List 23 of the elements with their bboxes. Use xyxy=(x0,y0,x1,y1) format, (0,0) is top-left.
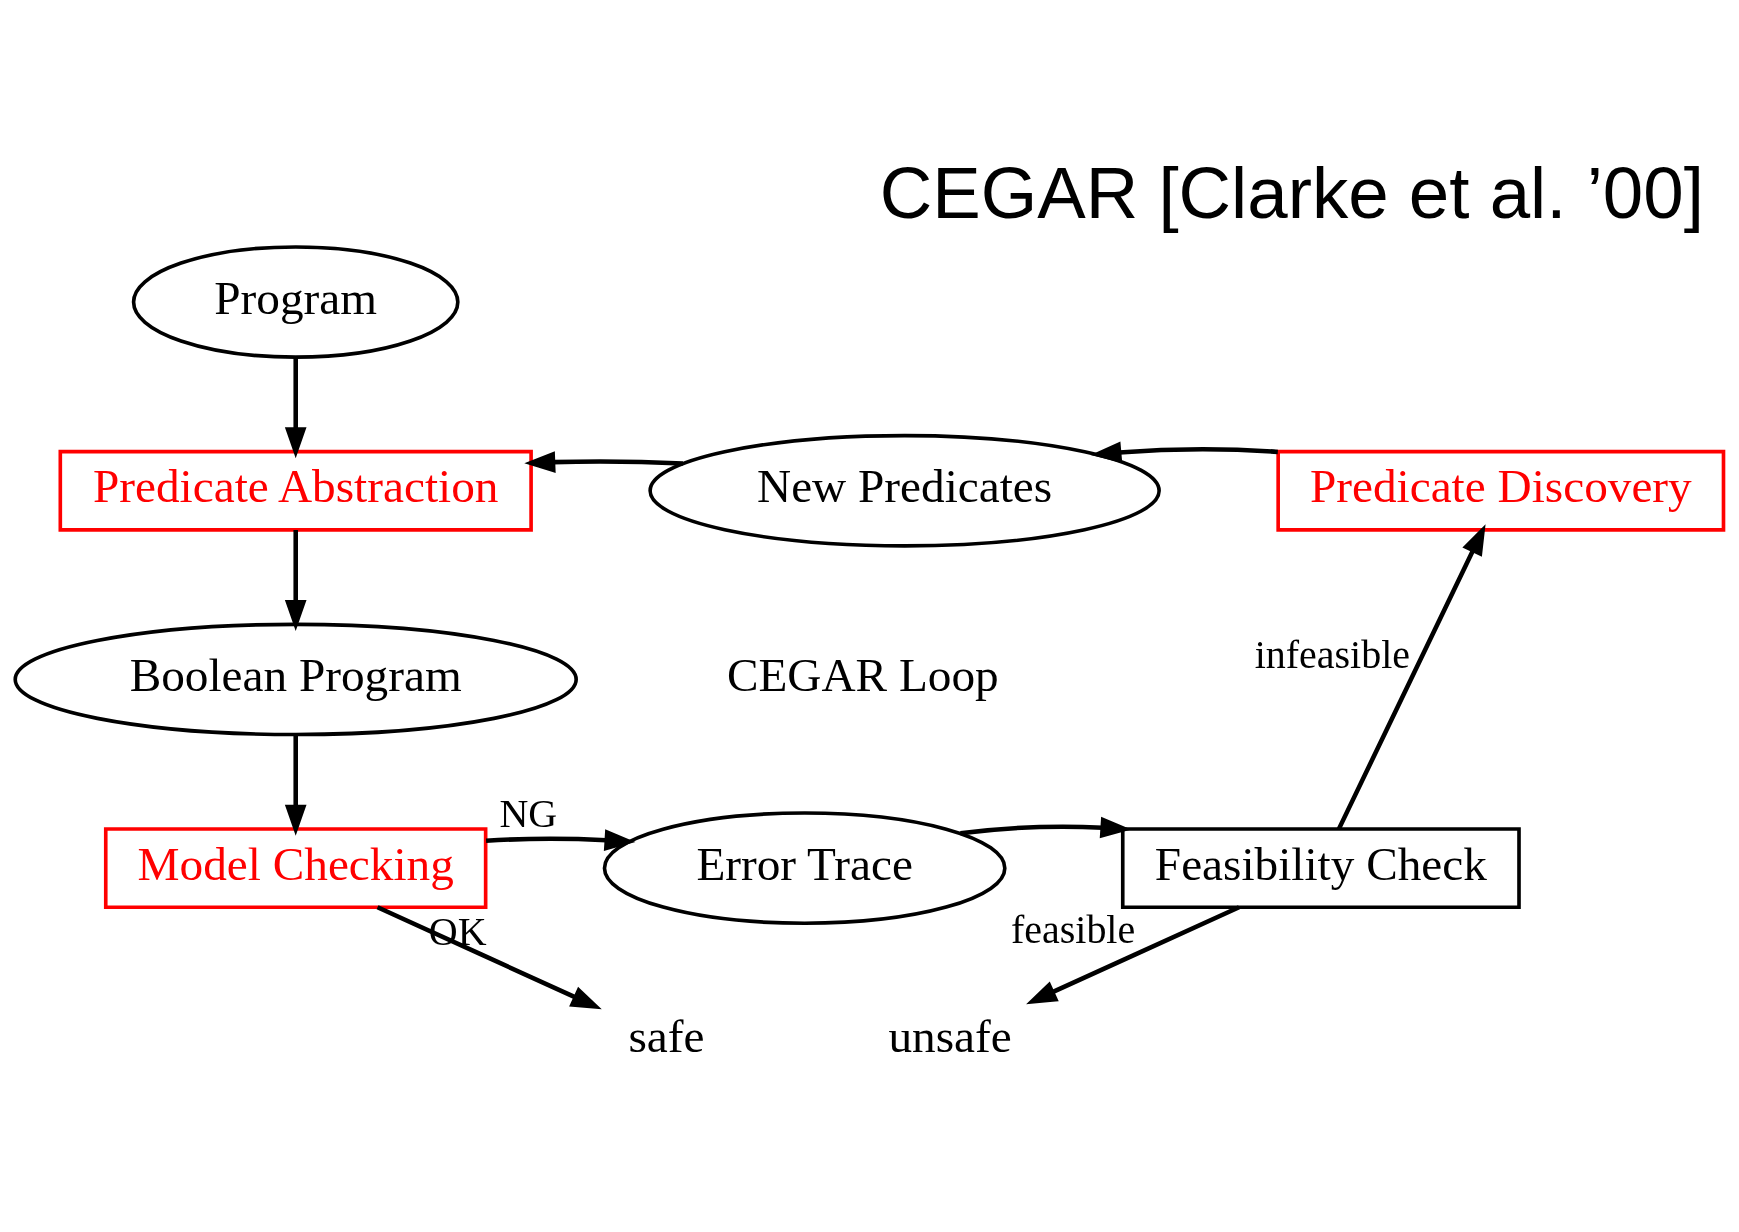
node-ellipse: Boolean Program xyxy=(13,622,578,737)
arrow xyxy=(284,530,307,631)
arrow xyxy=(1090,441,1278,464)
arrow xyxy=(524,451,683,473)
node-box: Predicate Discovery xyxy=(1276,449,1726,532)
arrow xyxy=(284,357,307,459)
arrow xyxy=(1026,905,1240,1005)
label: CEGAR Loop xyxy=(726,648,999,701)
node-ellipse: Program xyxy=(131,245,460,359)
node-ellipse: New Predicates xyxy=(648,433,1161,548)
node-box: Feasibility Check xyxy=(1120,827,1521,910)
node-text: safe xyxy=(628,1010,705,1063)
arrow xyxy=(376,905,602,1010)
arrow xyxy=(960,816,1132,839)
diagram-title: CEGAR [Clarke et al. ’00] xyxy=(879,151,1704,233)
edge-label: infeasible xyxy=(1254,632,1411,678)
node-box: Predicate Abstraction xyxy=(58,449,533,532)
node-box: Model Checking xyxy=(103,827,488,910)
node-text: unsafe xyxy=(888,1010,1012,1063)
arrow xyxy=(284,734,307,836)
edge-label: NG xyxy=(499,791,558,837)
arrow xyxy=(485,829,636,851)
arrow xyxy=(1336,524,1486,830)
